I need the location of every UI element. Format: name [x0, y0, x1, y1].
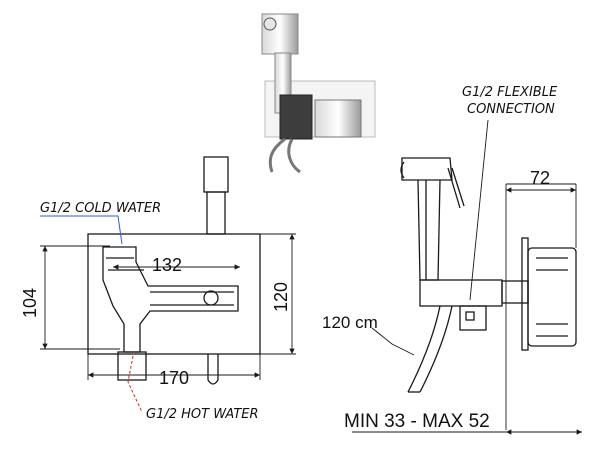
dim-body-width: 170 [159, 368, 189, 388]
dim-inner-width: 132 [152, 255, 182, 275]
cold-water-label: G1/2 COLD WATER [40, 201, 161, 216]
hot-water-leader [127, 355, 143, 413]
side-view [400, 157, 577, 393]
flexible-connection-label-2: CONNECTION [467, 102, 555, 117]
leader-lines [40, 215, 143, 413]
hot-water-label: G1/2 HOT WATER [146, 407, 259, 422]
hose-length-label: 120 cm [322, 313, 378, 332]
flexible-connection-label-1: G1/2 FLEXIBLE [462, 85, 558, 100]
dim-height-left: 104 [20, 288, 40, 318]
depth-range-label: MIN 33 - MAX 52 [344, 411, 490, 432]
dim-projection: 72 [530, 168, 550, 188]
product-photo [261, 13, 376, 174]
cold-water-leader [40, 215, 123, 245]
side-dimension-lines [352, 119, 582, 435]
front-view [87, 156, 261, 385]
front-dimension-lines [40, 233, 296, 380]
dim-height-right: 120 [271, 282, 291, 312]
